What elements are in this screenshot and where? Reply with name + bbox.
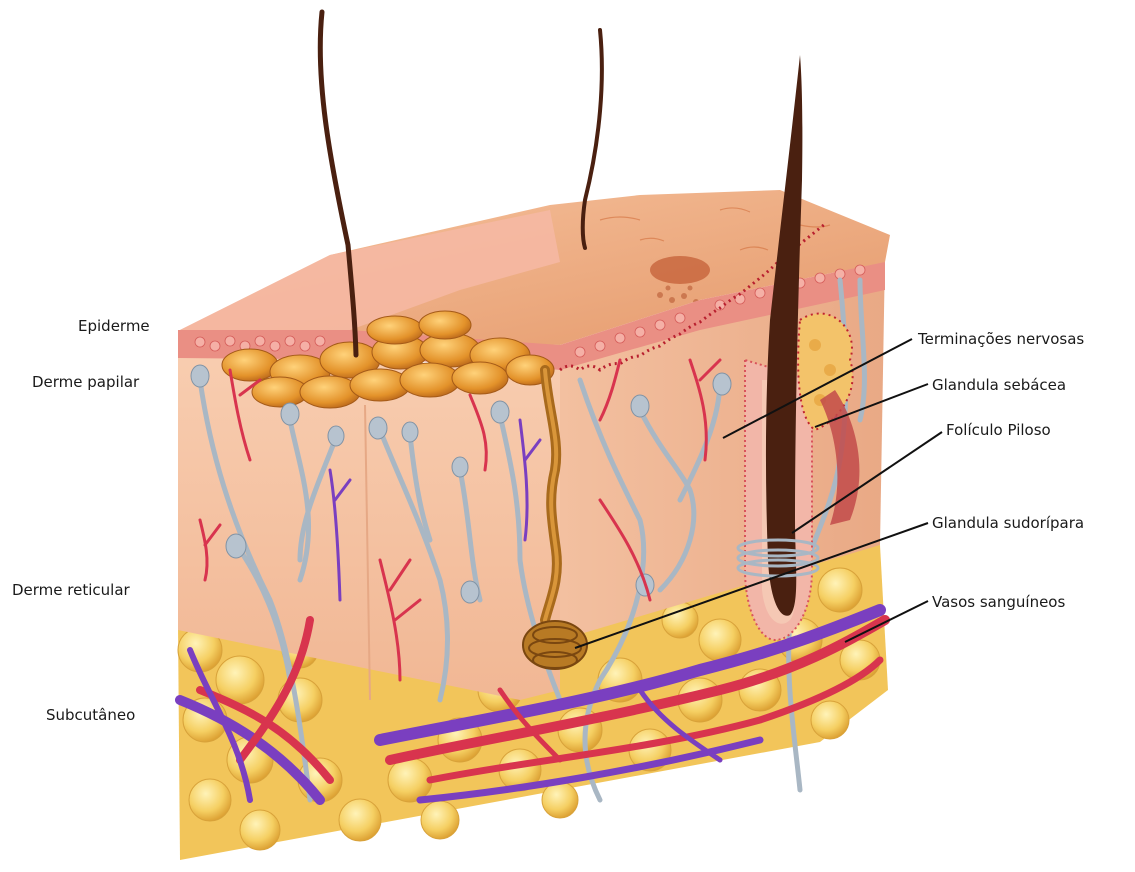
label-vasos-sanguineos: Vasos sanguíneos [932, 593, 1065, 611]
label-subcutaneo: Subcutâneo [46, 706, 135, 724]
label-derme-reticular: Derme reticular [12, 581, 130, 599]
label-foliculo-piloso: Folículo Piloso [946, 421, 1051, 439]
label-epiderme: Epiderme [78, 317, 150, 335]
label-glandula-sebacea: Glandula sebácea [932, 376, 1066, 394]
label-derme-papilar: Derme papilar [32, 373, 139, 391]
label-terminacoes-nervosas: Terminações nervosas [918, 330, 1084, 348]
label-glandula-sudoripara: Glandula sudorípara [932, 514, 1084, 532]
